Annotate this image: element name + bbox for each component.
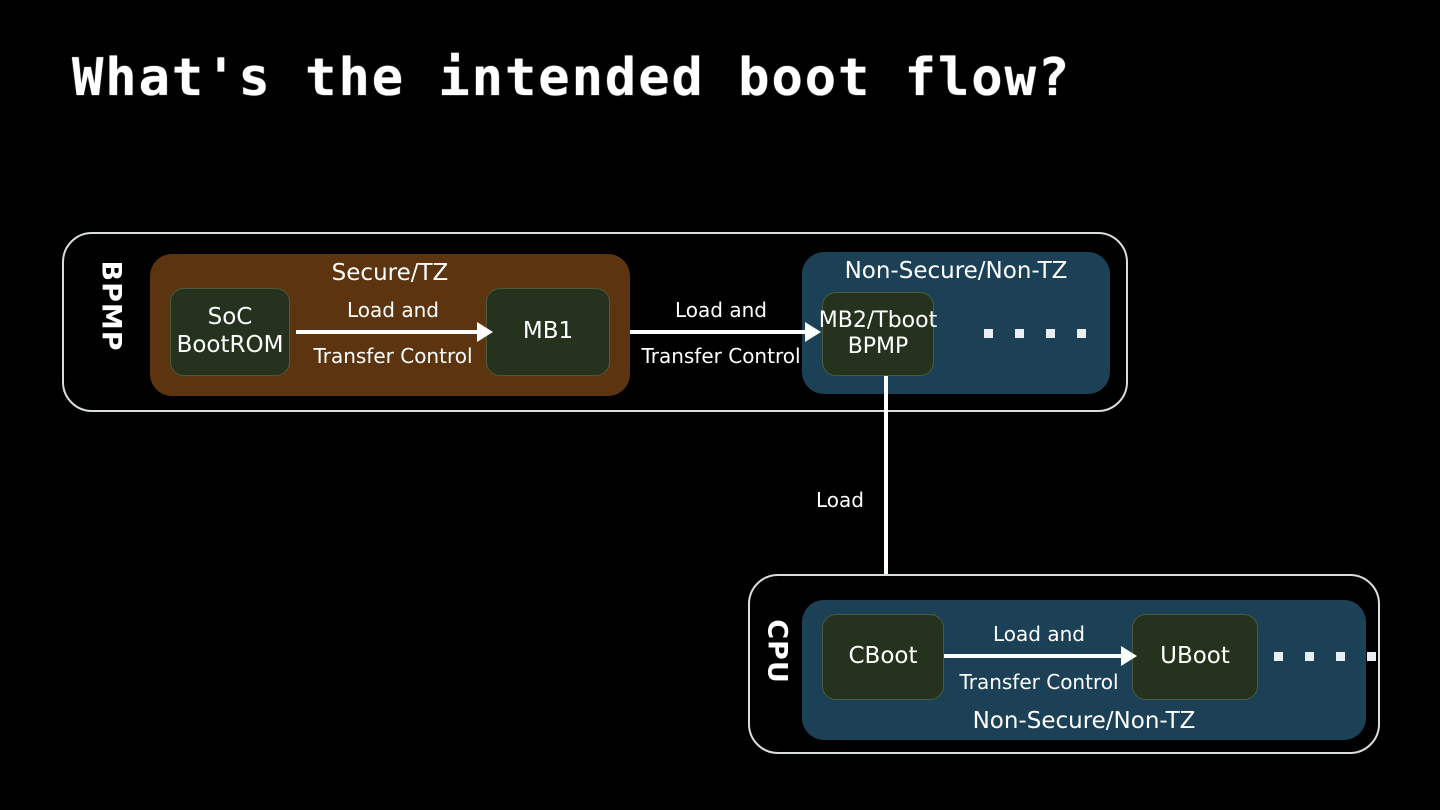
arrow-bootrom-to-mb1 xyxy=(296,330,490,334)
page-title: What's the intended boot flow? xyxy=(72,48,1072,108)
arrow-label-bootrom-to-mb1-bottom: Transfer Control xyxy=(313,344,473,368)
stage-label-uboot: UBoot xyxy=(1160,643,1230,670)
ellipsis-dot xyxy=(1046,329,1055,338)
ellipsis-dot xyxy=(1367,652,1376,661)
stage-label-soc-bootrom: SoC BootROM xyxy=(176,304,284,358)
arrow-label-mb1-to-mb2-bottom: Transfer Control xyxy=(641,344,801,368)
arrow-label-bootrom-to-mb1-top: Load and xyxy=(347,298,439,322)
ellipsis-dot xyxy=(1015,329,1024,338)
ellipsis-dot xyxy=(1077,329,1086,338)
arrow-label-mb2-to-cboot: Load xyxy=(816,488,864,512)
arrow-label-mb1-to-mb2-top: Load and xyxy=(675,298,767,322)
ellipsis-dots-cpu xyxy=(1274,652,1376,661)
stage-box-uboot[interactable]: UBoot xyxy=(1132,614,1258,700)
ellipsis-dot xyxy=(984,329,993,338)
arrow-label-cboot-to-uboot-bottom: Transfer Control xyxy=(959,670,1119,694)
cpu-non-secure-zone-label: Non-Secure/Non-TZ xyxy=(972,708,1196,734)
stage-label-cboot: CBoot xyxy=(848,643,918,670)
ellipsis-dot xyxy=(1274,652,1283,661)
arrow-mb2-to-cboot xyxy=(884,376,888,616)
stage-label-mb2-tboot-bpmp: MB2/Tboot BPMP xyxy=(818,307,938,359)
stage-box-soc-bootrom[interactable]: SoC BootROM xyxy=(170,288,290,376)
cpu-side-label: CPU xyxy=(761,619,793,684)
arrow-label-cboot-to-uboot-top: Load and xyxy=(993,622,1085,646)
stage-box-mb2-tboot-bpmp[interactable]: MB2/Tboot BPMP xyxy=(818,292,938,376)
bpmp-non-secure-zone-label: Non-Secure/Non-TZ xyxy=(844,258,1068,284)
arrow-cboot-to-uboot xyxy=(944,654,1134,658)
ellipsis-dots-bpmp xyxy=(984,329,1086,338)
ellipsis-dot xyxy=(1305,652,1314,661)
arrow-mb1-to-mb2 xyxy=(630,330,818,334)
stage-box-cboot[interactable]: CBoot xyxy=(822,614,944,700)
stage-label-mb1: MB1 xyxy=(522,318,574,345)
secure-tz-zone-label: Secure/TZ xyxy=(331,260,449,286)
ellipsis-dot xyxy=(1336,652,1345,661)
stage-box-mb1[interactable]: MB1 xyxy=(486,288,610,376)
bpmp-side-label: BPMP xyxy=(95,260,127,352)
